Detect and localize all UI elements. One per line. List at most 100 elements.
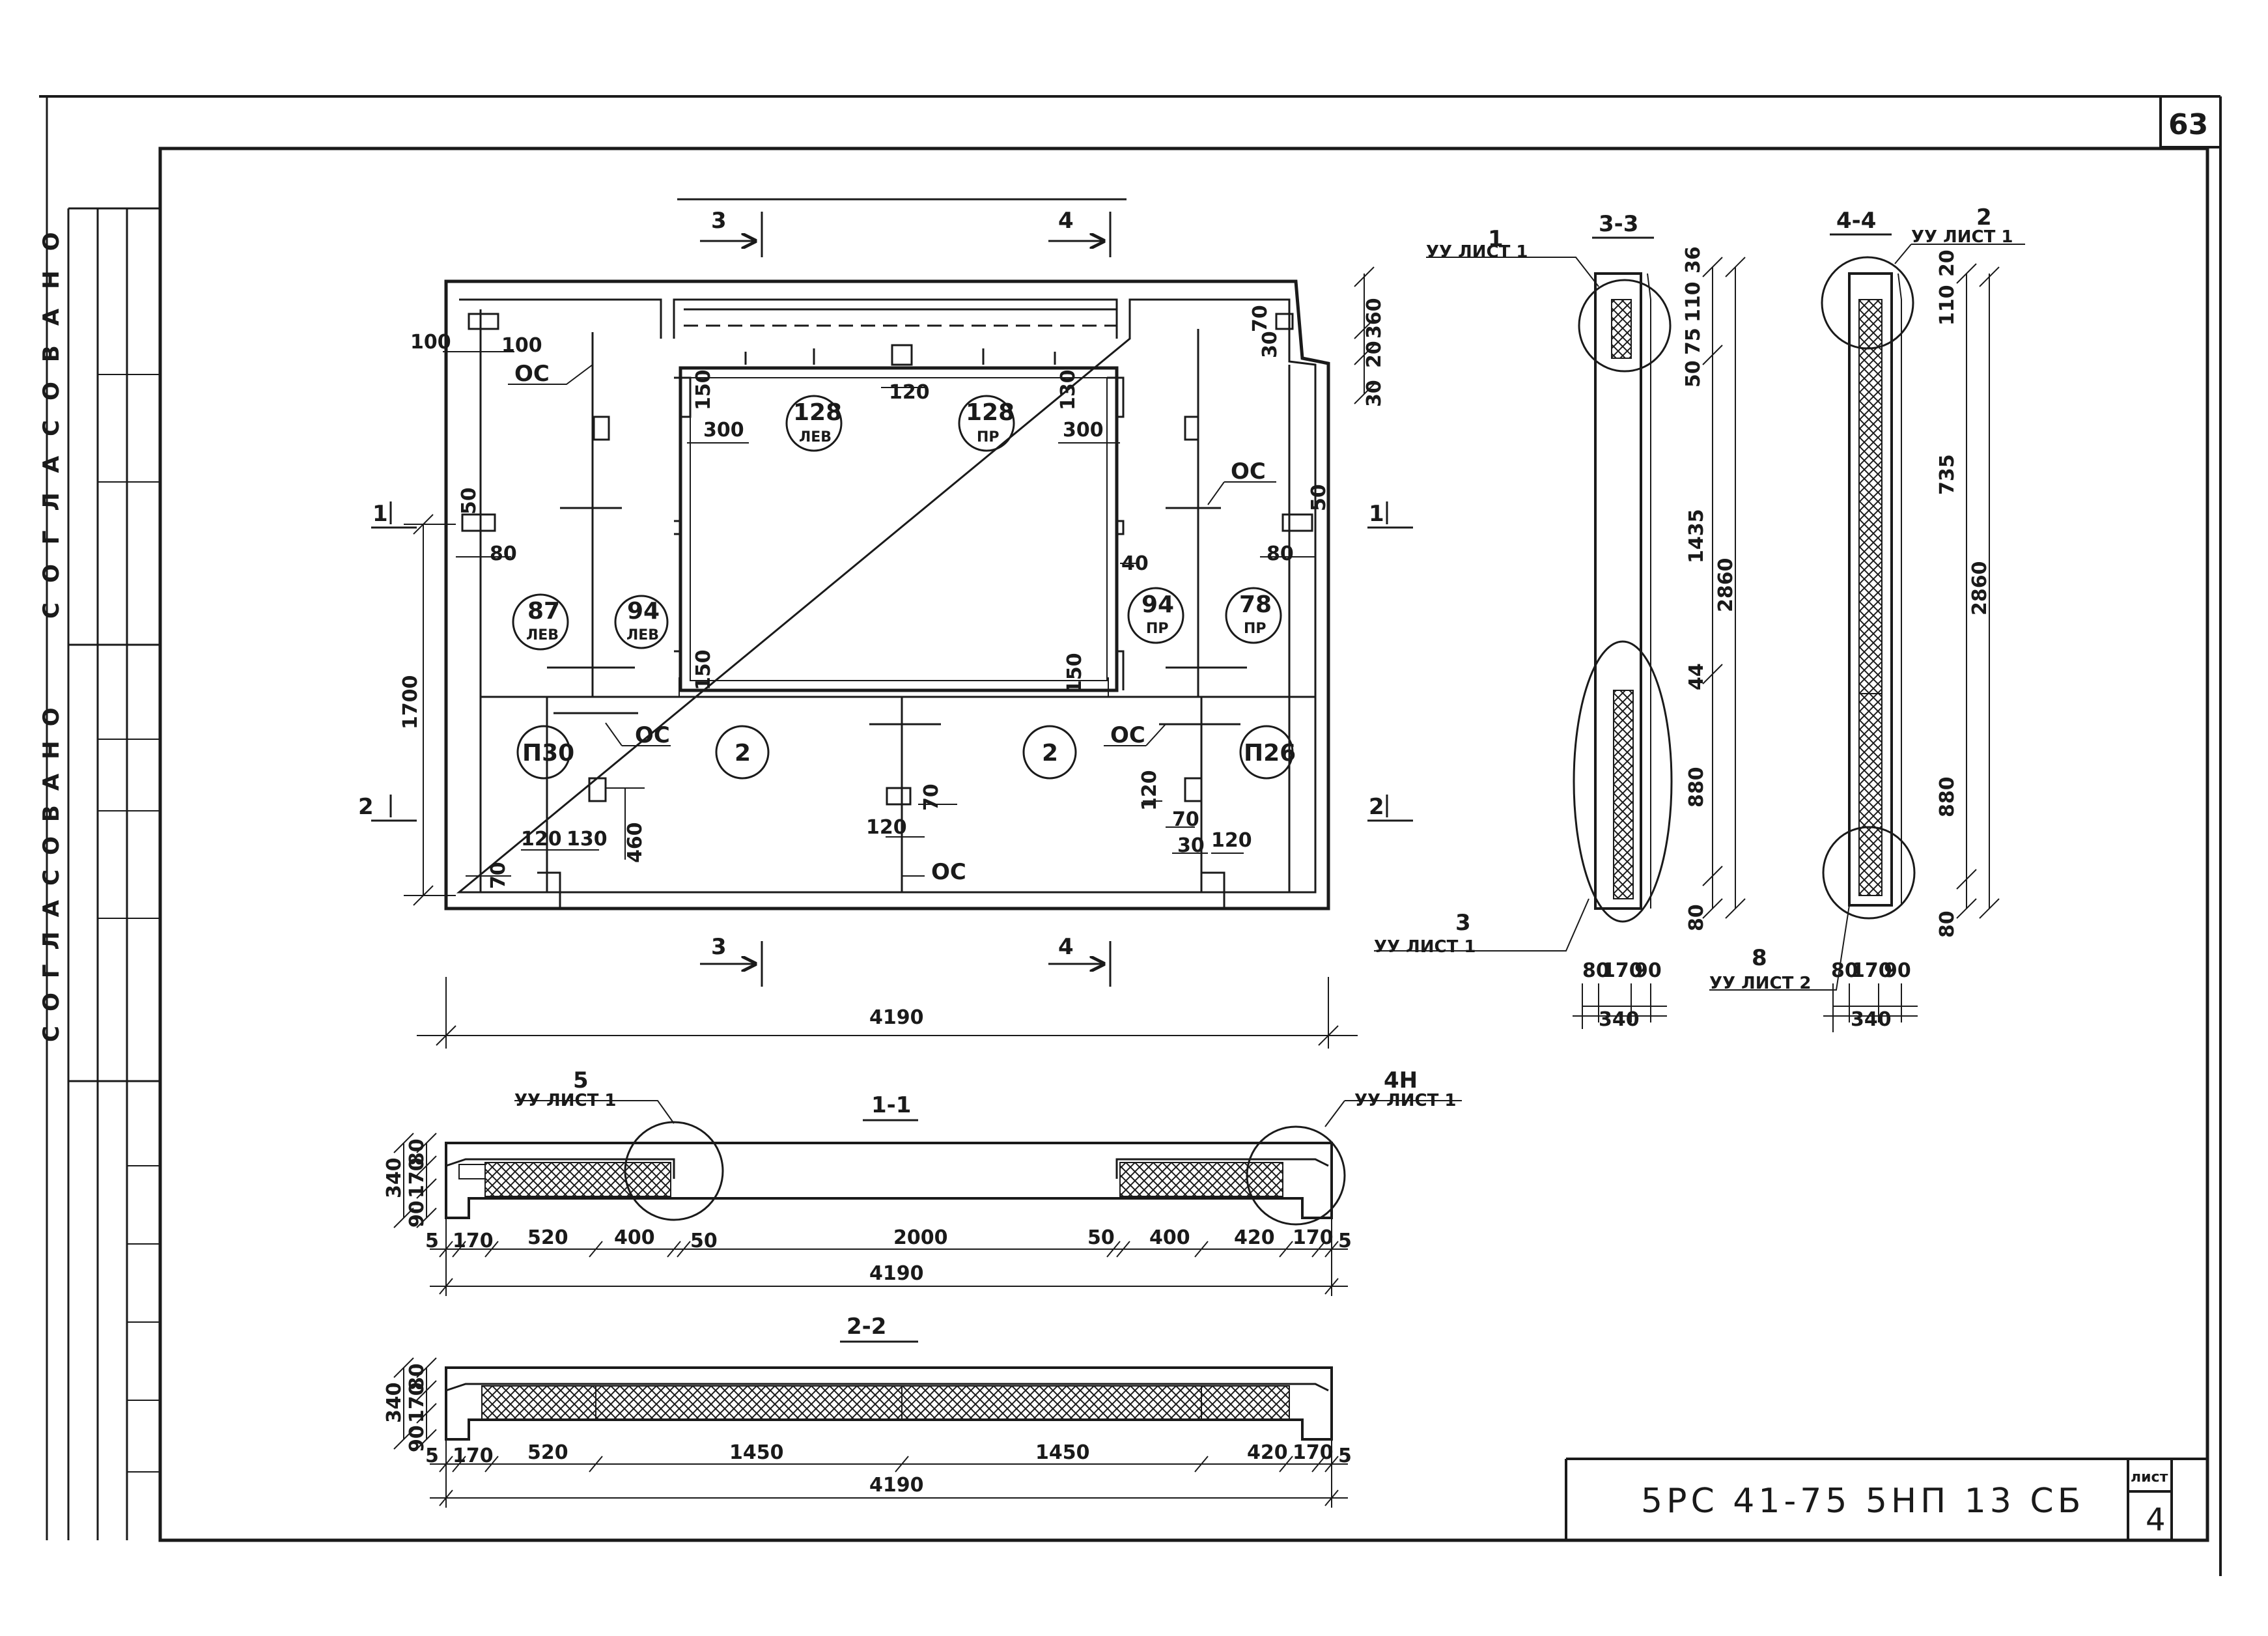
dim-50b: 50 — [1308, 484, 1330, 511]
section22-dim-ticks — [439, 1456, 1339, 1506]
dim-50a: 50 — [458, 487, 481, 515]
dim-150c: 150 — [1063, 653, 1086, 694]
dim-30c: 30 — [1177, 834, 1205, 857]
s33-w80: 80 — [1582, 959, 1610, 982]
oc-label-2: ОС — [1231, 458, 1266, 485]
dim-300b: 300 — [1063, 419, 1104, 442]
panel-94r-side: ПР — [1146, 621, 1169, 637]
section33-callout-top-ref: УУ ЛИСТ 1 — [1426, 242, 1528, 262]
section-markers — [371, 212, 1413, 987]
s11-d9: 420 — [1234, 1226, 1275, 1249]
s11-d10: 170 — [1293, 1226, 1334, 1249]
panel-2a-num: 2 — [735, 740, 751, 767]
s33-dim-36: 36 — [1682, 246, 1705, 274]
panel-128l-side: ЛЕВ — [799, 429, 832, 445]
s33-w170: 170 — [1602, 959, 1643, 982]
section11-body — [393, 1100, 1462, 1296]
s33-dim-75: 75 — [1682, 328, 1705, 355]
section33-title: 3-3 — [1599, 211, 1638, 237]
s11-d5: 50 — [690, 1230, 718, 1252]
s11-d6: 2000 — [893, 1226, 948, 1249]
dim-70d: 70 — [1172, 808, 1199, 831]
panel-marks — [512, 395, 1294, 780]
s22-v80: 80 — [406, 1363, 428, 1390]
s11-v80: 80 — [406, 1138, 428, 1166]
section41-callout-top-ref: УУ ЛИСТ 1 — [1911, 227, 2013, 247]
dim-30: 30 — [1363, 380, 1386, 407]
s22-d5: 1450 — [1035, 1441, 1090, 1464]
panel-128r-num: 128 — [966, 399, 1015, 426]
section41-callout-bot-ref: УУ ЛИСТ 2 — [1709, 974, 1811, 993]
s22-v170: 170 — [406, 1382, 428, 1423]
s33-dim-1435: 1435 — [1685, 509, 1708, 564]
s33-dim-880: 880 — [1685, 767, 1708, 808]
oc-leaders — [508, 364, 1276, 877]
section22-body — [393, 1357, 1348, 1508]
dim-4190-plan: 4190 — [869, 1006, 924, 1029]
s22-v340: 340 — [383, 1382, 406, 1423]
drawing-code: 5РС 41-75 5НП 13 СБ — [1641, 1482, 2084, 1521]
title-block — [1565, 1458, 2207, 1540]
section-1-left: 1 — [372, 501, 388, 527]
s33-dim-110: 110 — [1682, 281, 1705, 322]
dim-130b: 130 — [567, 828, 608, 851]
plan-dimension-lines — [404, 266, 1375, 1049]
sheet-number: 4 — [2146, 1502, 2166, 1538]
s41-w340: 340 — [1851, 1008, 1892, 1031]
oc-label-5: ОС — [931, 859, 966, 885]
s22-v90: 90 — [406, 1425, 428, 1452]
dim-80b: 80 — [1267, 543, 1294, 565]
s22-total: 4190 — [869, 1474, 924, 1497]
s11-v90: 90 — [406, 1200, 428, 1228]
s11-d8: 400 — [1149, 1226, 1190, 1249]
panel-78-num: 78 — [1239, 591, 1272, 618]
section11-title: 1-1 — [871, 1092, 911, 1118]
panel-78-side: ПР — [1244, 621, 1267, 637]
s33-w340: 340 — [1599, 1008, 1640, 1031]
side-stamp-top: СОГЛАСОВАНО — [38, 212, 64, 619]
dim-1700: 1700 — [399, 675, 422, 730]
oc-label-1: ОС — [514, 361, 550, 387]
dim-20: 20 — [1363, 341, 1386, 368]
dim-300a: 300 — [703, 419, 744, 442]
section33-callout-top-num: 1 — [1488, 226, 1504, 252]
dim-150a: 150 — [692, 369, 715, 410]
side-stamp-bottom: СОГЛАСОВАНО — [38, 693, 64, 1042]
section41-callout-bot-num: 8 — [1752, 945, 1767, 971]
panel-2b-num: 2 — [1042, 740, 1058, 767]
panel-94l-num: 94 — [627, 598, 660, 625]
dim-120b: 120 — [521, 828, 562, 851]
section11-callout-left-ref: УУ ЛИСТ 1 — [514, 1091, 616, 1110]
section-3-top: 3 — [711, 208, 727, 234]
dim-40: 40 — [1121, 552, 1149, 575]
s11-d2: 170 — [453, 1230, 494, 1252]
panel-128r-side: ПР — [977, 429, 1000, 445]
s11-d3: 520 — [527, 1226, 568, 1249]
dim-30b: 30 — [1259, 331, 1281, 358]
section-2-left: 2 — [358, 794, 374, 820]
s33-dim-44: 44 — [1685, 663, 1708, 690]
s22-d7: 170 — [1293, 1441, 1334, 1464]
section11-callout-right-ref: УУ ЛИСТ 1 — [1354, 1091, 1456, 1110]
dim-150b: 150 — [692, 649, 715, 690]
s11-d7: 50 — [1087, 1226, 1115, 1249]
s11-d4: 400 — [614, 1226, 655, 1249]
section33-body — [1374, 257, 1746, 1029]
section-2-right: 2 — [1369, 794, 1384, 820]
dim-360: 360 — [1363, 298, 1386, 339]
section22-insulation — [481, 1385, 1290, 1420]
dim-100b: 100 — [501, 334, 542, 357]
dim-70c: 70 — [487, 862, 510, 889]
oc-label-4: ОС — [1110, 722, 1145, 748]
s33-dim-2860: 2860 — [1715, 558, 1737, 613]
section22-title: 2-2 — [847, 1314, 886, 1340]
plan-outline — [444, 279, 1330, 910]
sheet-frame — [39, 95, 2222, 1576]
s41-w80: 80 — [1831, 959, 1858, 982]
dim-120e: 120 — [1211, 829, 1252, 852]
section33-callout-bot-num: 3 — [1455, 910, 1471, 936]
s33-dim-80: 80 — [1685, 904, 1708, 931]
s11-d1: 5 — [425, 1230, 439, 1252]
s11-d11: 5 — [1338, 1230, 1352, 1252]
s22-d1: 5 — [425, 1445, 439, 1467]
